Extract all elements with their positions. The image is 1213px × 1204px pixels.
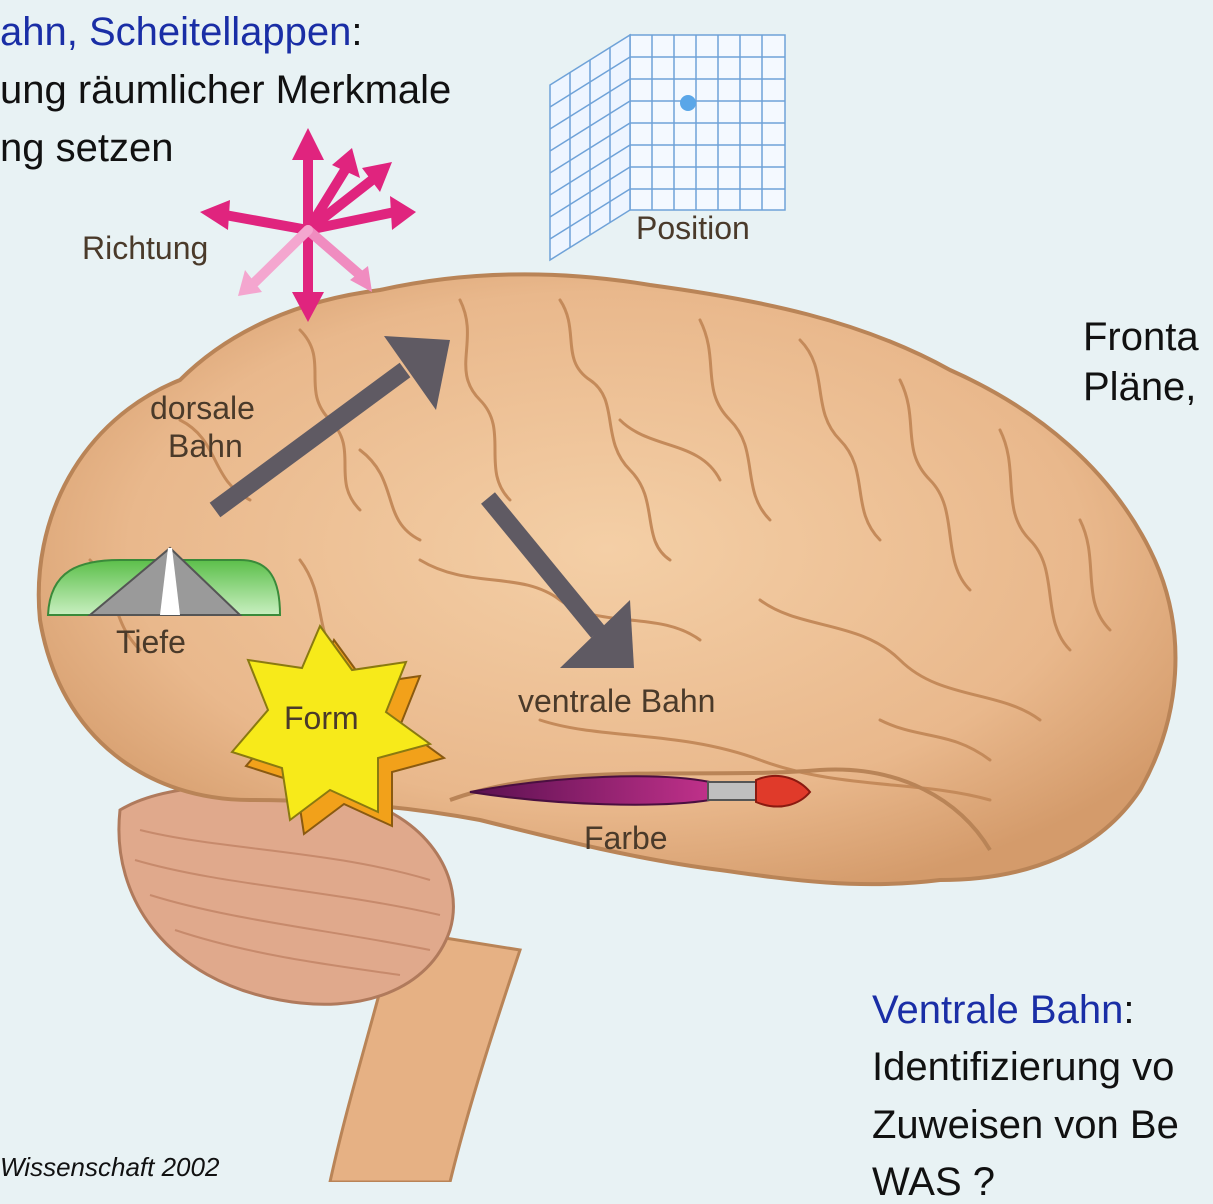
source-credit: Wissenschaft 2002: [0, 1154, 219, 1180]
frontal-caption-line2: Pläne,: [1083, 367, 1196, 407]
dorsal-heading-text: ahn, Scheitellappen: [0, 10, 351, 54]
ventral-caption-line3: WAS ?: [872, 1162, 995, 1202]
label-form: Form: [284, 702, 359, 734]
frontal-caption-line1: Fronta: [1083, 317, 1199, 357]
dorsal-heading-colon: :: [351, 10, 362, 54]
label-farbe: Farbe: [584, 822, 668, 854]
dorsal-caption-line1: ung räumlicher Merkmale: [0, 70, 451, 110]
ventral-caption-line2: Zuweisen von Be: [872, 1105, 1179, 1145]
label-richtung: Richtung: [82, 232, 208, 264]
ventral-heading-colon: :: [1123, 988, 1134, 1032]
cerebellum: [119, 786, 454, 1004]
label-dorsale-line1: dorsale: [150, 392, 255, 424]
ventral-caption-line1: Identifizierung vo: [872, 1047, 1174, 1087]
label-dorsale-line2: Bahn: [168, 430, 243, 462]
ventral-heading-text: Ventrale Bahn: [872, 988, 1123, 1032]
label-position: Position: [636, 212, 750, 244]
dorsal-caption-heading: ahn, Scheitellappen:: [0, 12, 363, 52]
dorsal-caption-line2: ng setzen: [0, 128, 173, 168]
ventral-caption-heading: Ventrale Bahn:: [872, 990, 1134, 1030]
position-dot: [680, 95, 696, 111]
label-tiefe: Tiefe: [116, 626, 186, 658]
label-ventrale-bahn: ventrale Bahn: [518, 685, 715, 717]
